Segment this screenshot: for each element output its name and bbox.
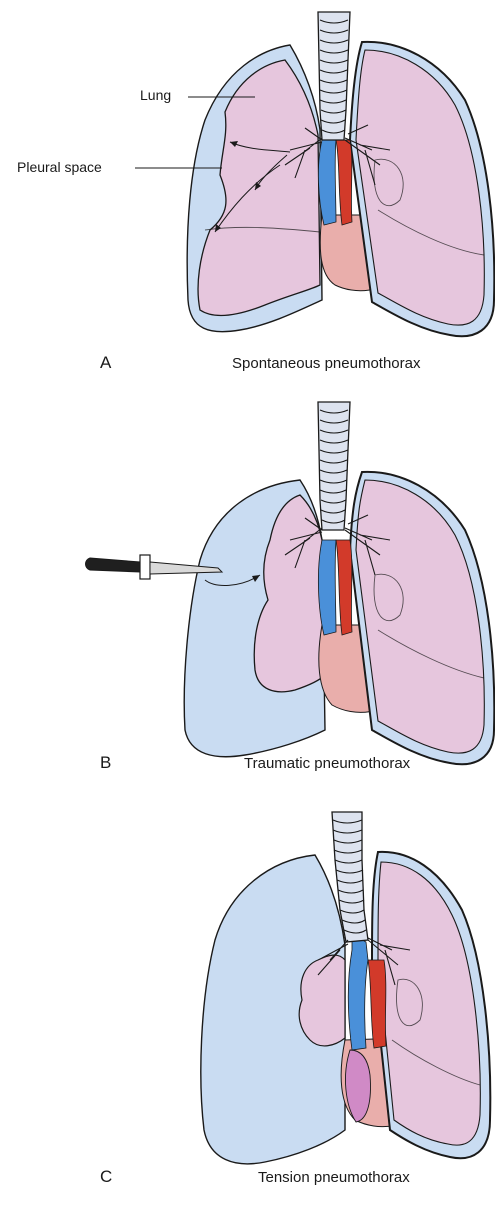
panel-spontaneous-pneumothorax: Lung Pleural space A Spontaneous pneumot…: [0, 0, 495, 390]
panel-traumatic-pneumothorax: B Traumatic pneumothorax: [0, 400, 495, 800]
lungs-illustration-c: [0, 810, 495, 1208]
lung-left-c: [378, 862, 480, 1145]
panel-tension-pneumothorax: C Tension pneumothorax: [0, 810, 495, 1208]
aorta-a: [336, 140, 352, 225]
vena-cava-b: [318, 540, 336, 635]
panel-letter-a: A: [100, 353, 111, 373]
aorta-b: [336, 540, 352, 635]
vena-cava-c: [345, 930, 368, 1050]
lungs-illustration-a: [0, 0, 495, 390]
panel-caption-c: Tension pneumothorax: [258, 1169, 410, 1186]
lung-right-c: [299, 955, 345, 1046]
aorta-c: [368, 960, 386, 1048]
lung-label: Lung: [140, 87, 171, 103]
panel-caption-b: Traumatic pneumothorax: [244, 755, 410, 772]
panel-letter-b: B: [100, 753, 111, 773]
pleural-space-label: Pleural space: [17, 159, 102, 175]
panel-letter-c: C: [100, 1167, 112, 1187]
vena-cava-a: [318, 140, 336, 225]
lungs-illustration-b: [0, 400, 495, 800]
panel-caption-a: Spontaneous pneumothorax: [232, 355, 420, 372]
